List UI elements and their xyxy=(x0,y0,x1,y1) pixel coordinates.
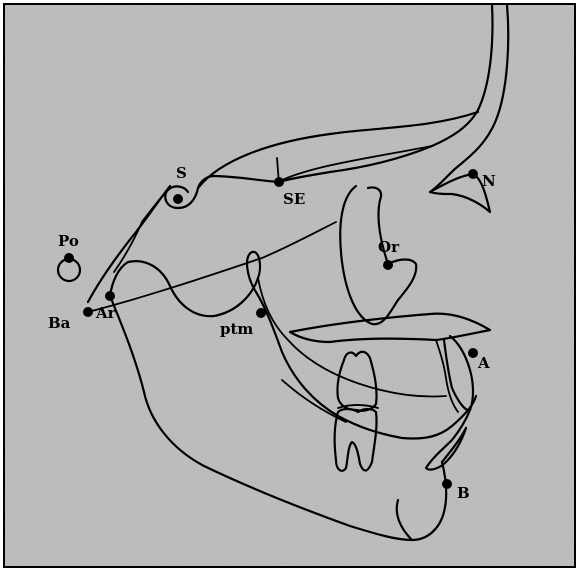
landmark-ptm-dot xyxy=(256,308,266,318)
landmark-s-dot xyxy=(173,194,183,204)
landmark-b-dot xyxy=(442,479,452,489)
landmark-n-dot xyxy=(468,169,478,179)
landmark-ba-dot xyxy=(83,307,93,317)
landmark-ba-label: Ba xyxy=(48,314,71,332)
landmark-n-label: N xyxy=(482,172,496,190)
landmark-po-dot xyxy=(64,253,74,263)
landmark-a-dot xyxy=(468,348,478,358)
landmark-ar-label: Ar xyxy=(95,304,117,322)
landmark-se-dot xyxy=(274,177,284,187)
landmark-b-label: B xyxy=(457,484,470,502)
landmark-ar-dot xyxy=(105,291,115,301)
landmark-ptm-label: ptm xyxy=(220,320,253,338)
landmark-a-label: A xyxy=(477,354,490,372)
paper-texture xyxy=(5,5,574,566)
landmark-s-label: S xyxy=(176,164,187,182)
landmark-po-label: Po xyxy=(58,232,79,250)
landmark-or-dot xyxy=(383,260,393,270)
landmark-or-label: Or xyxy=(378,238,400,256)
landmark-se-label: SE xyxy=(283,190,305,208)
